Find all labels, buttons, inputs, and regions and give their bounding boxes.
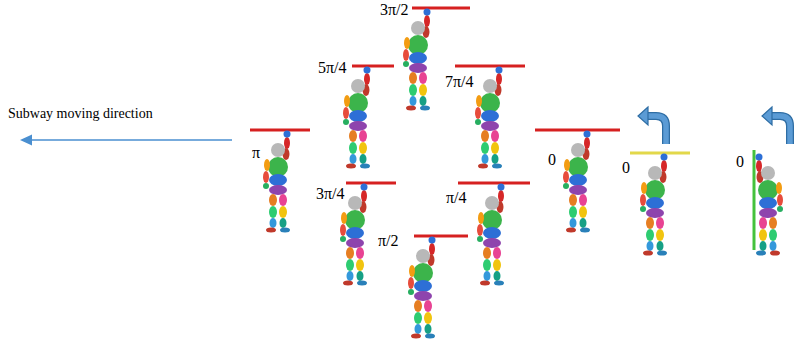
angle-label: 7π/4	[445, 72, 474, 92]
angle-label: 0	[548, 150, 556, 170]
angle-label: π/2	[378, 231, 399, 251]
human-model	[263, 131, 291, 233]
handrail	[458, 182, 530, 185]
rotation-arrow	[762, 107, 790, 144]
human-model	[756, 154, 784, 256]
rotated-handrail	[630, 152, 690, 155]
angle-label: π/4	[446, 188, 467, 208]
human-model	[408, 237, 436, 339]
angle-label: π	[252, 143, 260, 163]
handrail	[414, 235, 468, 238]
angle-label: 5π/4	[318, 58, 347, 78]
angle-label: 0	[736, 152, 744, 172]
human-model	[343, 67, 371, 169]
human-model	[563, 131, 591, 233]
direction-arrowhead	[20, 135, 32, 146]
vertical-handrail	[753, 150, 756, 250]
human-model	[640, 154, 668, 256]
handrail	[455, 65, 525, 68]
angle-label: 0	[622, 158, 630, 178]
angle-label: 3π/2	[380, 0, 409, 20]
angle-label: 3π/4	[316, 184, 345, 204]
human-model	[403, 9, 431, 111]
handrail	[412, 7, 470, 10]
direction-label: Subway moving direction	[8, 104, 153, 124]
human-model	[756, 154, 784, 256]
handrail	[250, 129, 310, 132]
human-model	[477, 184, 505, 286]
human-model	[475, 67, 503, 169]
handrail	[535, 129, 620, 132]
rotation-arrow	[638, 107, 666, 144]
handrail	[352, 65, 394, 68]
direction-arrow	[30, 139, 232, 141]
handrail	[346, 182, 396, 185]
